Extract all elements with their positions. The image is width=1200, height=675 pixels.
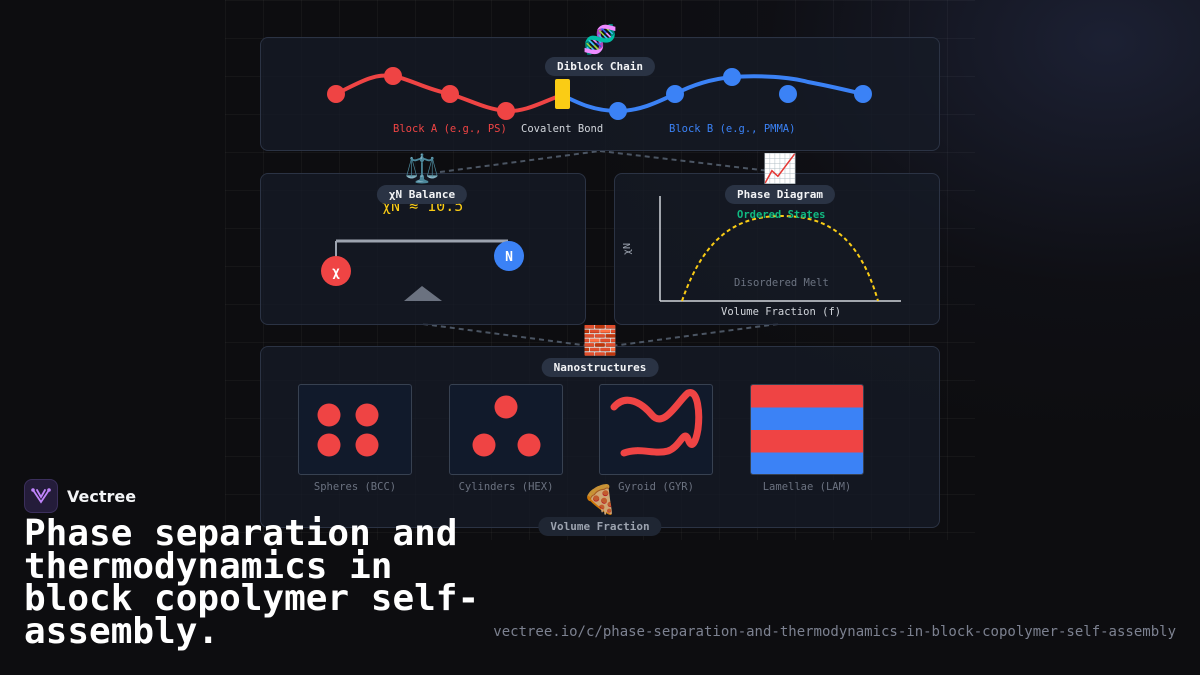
block-b-label: Block B (e.g., PMMA): [669, 123, 796, 135]
balance-graphic: χ N: [321, 239, 524, 301]
diblock-chain-panel: [260, 37, 940, 151]
ordered-states-label: Ordered States: [737, 209, 826, 221]
diblock-chain-graphic: [327, 67, 872, 120]
cylinders-structure: [449, 384, 563, 475]
spheres-structure: [298, 384, 412, 475]
gyroid-structure: [599, 384, 713, 475]
block-b-chain: [561, 74, 864, 114]
block-a-monomer: [384, 67, 402, 85]
block-b-monomer: [609, 102, 627, 120]
lamellae-label: Lamellae (LAM): [762, 481, 852, 493]
cylinders-graphic: [472, 395, 541, 457]
covalent-bond-marker: [555, 79, 570, 109]
covalent-bond-label: Covalent Bond: [521, 123, 604, 135]
vectree-logo-icon: [24, 479, 58, 513]
block-a-monomer: [497, 102, 515, 120]
block-b-monomer: [854, 85, 872, 103]
brick-icon: 🧱: [582, 324, 618, 357]
block-b-monomer: [723, 68, 741, 86]
x-axis-label: Volume Fraction (f): [721, 306, 842, 318]
page-title: Phase separation and thermodynamics in b…: [24, 513, 480, 652]
diblock-chain-title: Diblock Chain: [544, 57, 656, 76]
brand-name: Vectree: [67, 486, 137, 506]
spheres-label: Spheres (BCC): [313, 481, 397, 493]
order-disorder-boundary: [681, 214, 879, 302]
page-url[interactable]: vectree.io/c/phase-separation-and-thermo…: [493, 624, 1176, 640]
spheres-graphic: [317, 403, 379, 457]
lamellae-structure: [750, 384, 864, 475]
gyroid-graphic: [610, 389, 703, 457]
chi-ball-label: χ: [332, 265, 340, 280]
block-a-monomer: [441, 85, 459, 103]
chin-balance-title: χN Balance: [376, 185, 468, 204]
volume-fraction-title: Volume Fraction: [538, 517, 662, 536]
balance-fulcrum: [404, 286, 442, 301]
dna-icon: 🧬: [582, 23, 618, 56]
gyroid-label: Gyroid (GYR): [618, 481, 694, 493]
lamellae-graphic: [751, 385, 863, 474]
brand: Vectree: [24, 479, 136, 513]
phase-diagram-title: Phase Diagram: [724, 185, 836, 204]
disordered-melt-label: Disordered Melt: [734, 277, 829, 289]
block-b-monomer: [779, 85, 797, 103]
phase-diagram-graphic: χN: [622, 196, 901, 302]
block-a-monomer: [327, 85, 345, 103]
block-b-monomer: [666, 85, 684, 103]
nanostructures-title: Nanostructures: [541, 358, 659, 377]
block-a-label: Block A (e.g., PS): [393, 123, 507, 135]
n-ball: [494, 241, 524, 271]
chart-increasing-icon: 📈: [762, 152, 798, 185]
pizza-icon: 🍕: [582, 483, 618, 516]
chi-ball: [321, 256, 351, 286]
y-axis-label: χN: [622, 243, 633, 255]
scales-icon: ⚖️: [404, 152, 440, 185]
cylinders-label: Cylinders (HEX): [458, 481, 554, 493]
n-ball-label: N: [505, 250, 513, 265]
